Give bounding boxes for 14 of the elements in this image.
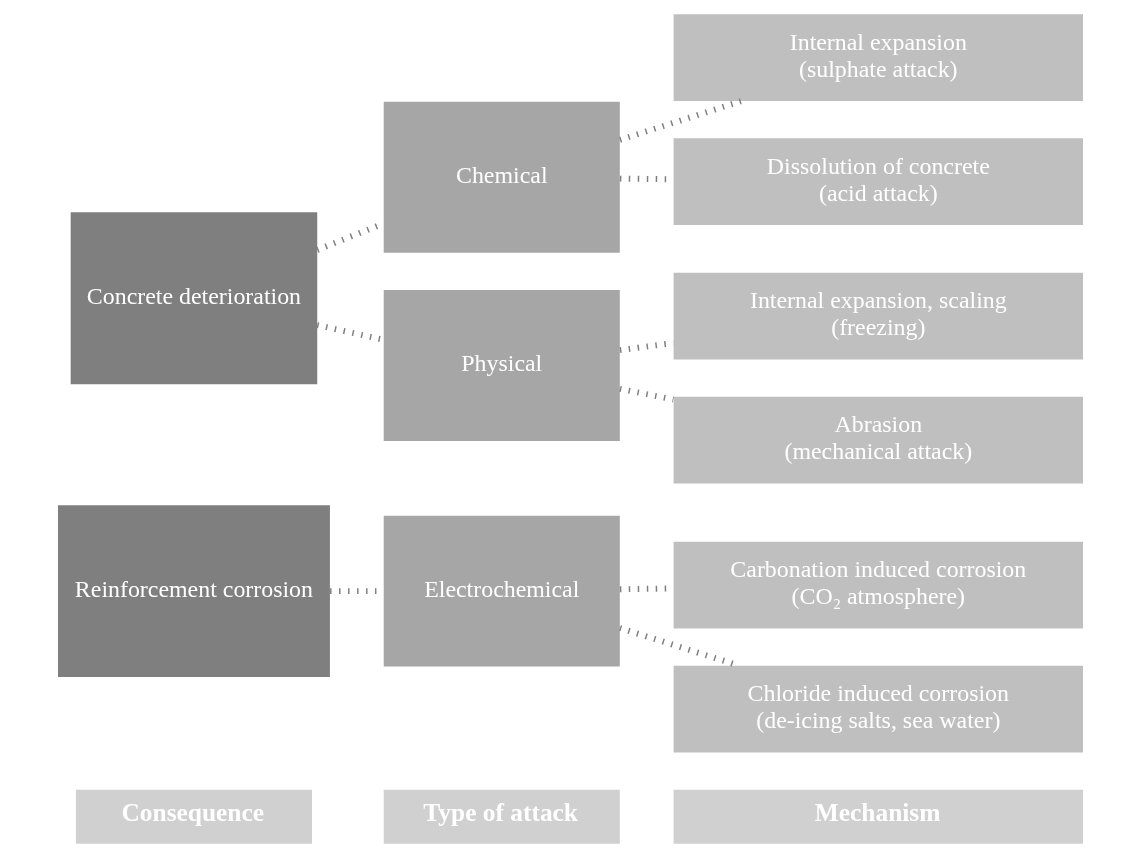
node-box: Reinforcement corrosion: [58, 505, 330, 678]
node-box: Concrete deterioration: [70, 212, 318, 385]
node-box: Internal expansion (sulphate attack): [673, 14, 1083, 101]
node-box: Dissolution of concrete (acid attack): [673, 138, 1083, 226]
node-box: Internal expansion, scaling (freezing): [673, 272, 1083, 360]
node-box: Electrochemical: [383, 515, 620, 667]
connector: [619, 98, 742, 143]
node-box: Carbonation induced corrosion (CO₂ atmosphere): [673, 541, 1083, 629]
node-box: Abrasion (mechanical attack): [673, 396, 1083, 484]
node-box: Chloride induced corrosion (de-icing salts, sea water): [673, 665, 1083, 753]
connector: [619, 340, 674, 354]
node-box: Physical: [383, 290, 620, 441]
connector: [619, 385, 674, 403]
node-box: Chemical: [383, 101, 620, 253]
